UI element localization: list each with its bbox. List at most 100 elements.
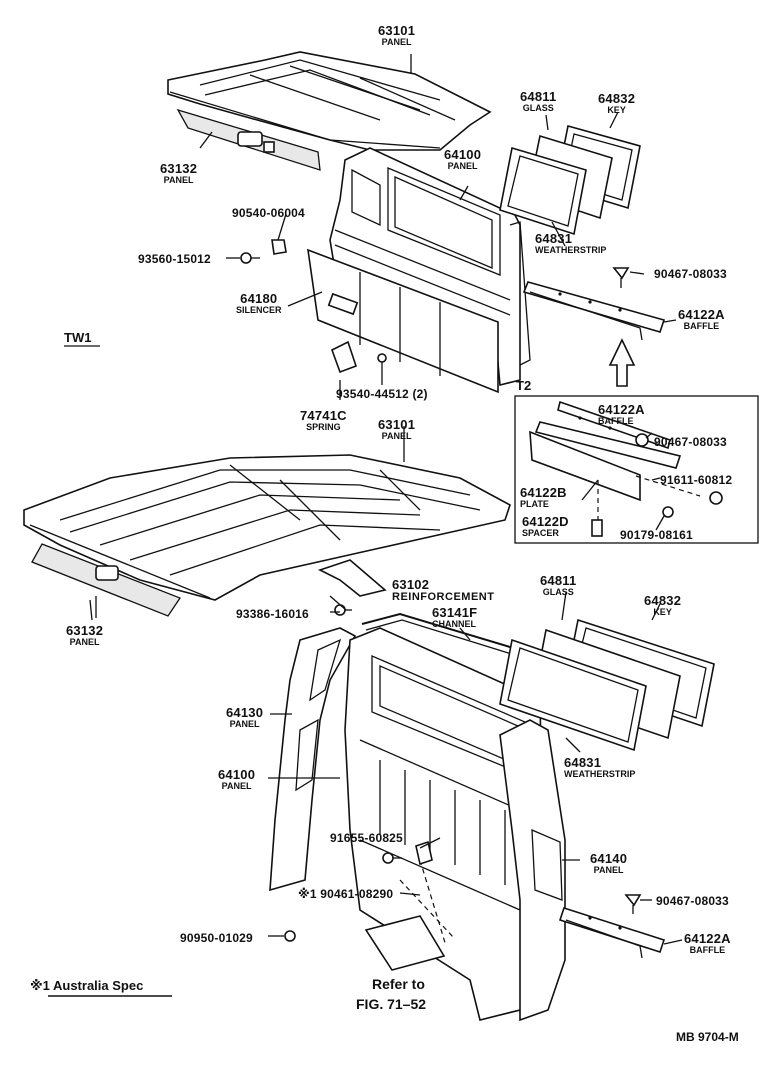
part-label-64140: 64140 PANEL <box>590 852 627 875</box>
part-number: 64831 <box>535 231 573 246</box>
part-number: 63141F <box>432 605 478 620</box>
part-label-90467-08033-bottom: 90467-08033 <box>656 893 729 909</box>
part-name: PANEL <box>447 161 478 171</box>
part-number: 64122B <box>520 485 567 500</box>
part-label-91655-60825: 91655-60825 <box>330 830 403 846</box>
part-label-64122d: 64122D SPACER <box>522 515 569 538</box>
part-number: 64122A <box>684 931 731 946</box>
part-number: 90540-06004 <box>232 206 305 220</box>
inset-frame <box>514 395 759 544</box>
silencer-drawing <box>307 248 499 394</box>
part-label-64831-bottom: 64831 WEATHERSTRIP <box>564 756 635 779</box>
part-number: 63102 <box>392 577 430 592</box>
part-label-64832-bottom: 64832 KEY <box>644 594 681 617</box>
part-name: PANEL <box>593 865 624 875</box>
part-number: 91655-60825 <box>330 831 403 845</box>
part-label-64811-top: 64811 GLASS <box>520 90 556 113</box>
diagram-code: MB 9704-M <box>676 1030 739 1044</box>
part-number: 64832 <box>598 91 636 106</box>
part-name: KEY <box>653 607 672 617</box>
figure-reference-line2: FIG. 71–52 <box>356 996 427 1012</box>
part-number: 64140 <box>590 851 628 866</box>
section-label: TW1 <box>64 330 92 345</box>
cab-back-panel-top-drawing <box>329 147 531 387</box>
part-number: 64100 <box>444 147 482 162</box>
part-number: 90467-08033 <box>654 435 727 449</box>
part-number: 90467-08033 <box>656 894 729 908</box>
part-number: 91611-60812 <box>660 473 733 487</box>
part-name: PANEL <box>163 175 194 185</box>
part-number: 90950-01029 <box>180 931 253 945</box>
part-number: 93386-16016 <box>236 607 309 621</box>
part-number: 63132 <box>66 623 104 638</box>
part-label-91611-60812: 91611-60812 <box>660 472 732 488</box>
part-label-93560-15012: 93560-15012 <box>138 251 211 267</box>
part-name: WEATHERSTRIP <box>535 245 607 255</box>
part-number: 64122A <box>598 402 645 417</box>
part-label-64831-top: 64831 WEATHERSTRIP <box>535 232 606 255</box>
part-label-63132-bottom: 63132 PANEL <box>66 624 103 647</box>
baffle-bottom-drawing <box>558 906 666 959</box>
part-name: PANEL <box>69 637 100 647</box>
part-number: 63101 <box>378 417 416 432</box>
part-name: KEY <box>607 105 626 115</box>
roof-panel-top-drawing <box>167 51 492 151</box>
part-name: SPRING <box>306 422 341 432</box>
part-number: 64122A <box>678 307 725 322</box>
part-number: 93560-15012 <box>138 252 211 266</box>
part-label-64180: 64180 SILENCER <box>236 292 282 315</box>
part-number: 74741C <box>300 408 347 423</box>
part-number: 93540-44512 (2) <box>336 387 428 401</box>
part-label-90467-08033-top: 90467-08033 <box>654 266 727 282</box>
part-number: 63101 <box>378 23 416 38</box>
part-label-63101-top: 63101 PANEL <box>378 24 415 47</box>
part-name: PANEL <box>381 37 412 47</box>
part-name: PANEL <box>381 431 412 441</box>
part-label-64811-bottom: 64811 GLASS <box>540 574 576 597</box>
part-label-64122a-top: 64122A BAFFLE <box>678 308 725 331</box>
part-name: WEATHERSTRIP <box>564 769 636 779</box>
part-name: PANEL <box>221 781 252 791</box>
inset-label: T2 <box>516 378 532 393</box>
part-label-74741c: 74741C SPRING <box>300 409 347 432</box>
part-label-64832-top: 64832 KEY <box>598 92 635 115</box>
part-label-63132-top: 63132 PANEL <box>160 162 197 185</box>
part-name: SILENCER <box>236 305 282 315</box>
part-label-64122a-inset: 64122A BAFFLE <box>598 403 645 426</box>
part-label-90179-08161: 90179-08161 <box>620 527 693 543</box>
part-number: 64811 <box>520 89 557 104</box>
part-number: 90179-08161 <box>620 528 693 542</box>
part-label-90467-08033-inset: 90467-08033 <box>654 434 727 450</box>
part-number: ※1 90461-08290 <box>298 887 394 901</box>
glass-set-top-drawing <box>499 124 641 236</box>
rear-panel-strip-top-drawing <box>176 108 321 171</box>
part-name: PANEL <box>229 719 260 729</box>
part-label-64122a-bottom: 64122A BAFFLE <box>684 932 731 955</box>
part-label-64100-top: 64100 PANEL <box>444 148 481 171</box>
figure-reference-line1: Refer to <box>372 976 425 992</box>
part-number: 64811 <box>540 573 577 588</box>
part-label-64100-bottom: 64100 PANEL <box>218 768 255 791</box>
part-number: 64831 <box>564 755 602 770</box>
fasteners-bottom-drawing <box>284 604 642 971</box>
part-label-90540-06004: 90540-06004 <box>232 205 305 221</box>
part-label-63102: 63102 REINFORCEMENT <box>392 578 494 603</box>
part-number: 63132 <box>160 161 198 176</box>
part-number: 64832 <box>644 593 682 608</box>
roof-panel-bottom-drawing <box>23 454 511 601</box>
fasteners-top-drawing <box>240 239 630 400</box>
part-label-64130: 64130 PANEL <box>226 706 263 729</box>
part-name: BAFFLE <box>683 321 720 331</box>
leader-lines <box>48 54 683 997</box>
reinforcement-drawing <box>317 559 387 597</box>
part-number: 90467-08033 <box>654 267 727 281</box>
part-name: SPACER <box>522 528 559 538</box>
part-name: PLATE <box>520 499 549 509</box>
part-name: GLASS <box>542 587 574 597</box>
inset-baffle-drawing <box>529 400 723 537</box>
part-number: 64100 <box>218 767 256 782</box>
part-name: REINFORCEMENT <box>392 591 495 603</box>
part-number: 64130 <box>226 705 264 720</box>
part-label-90461-08290: ※1 90461-08290 <box>298 886 393 902</box>
